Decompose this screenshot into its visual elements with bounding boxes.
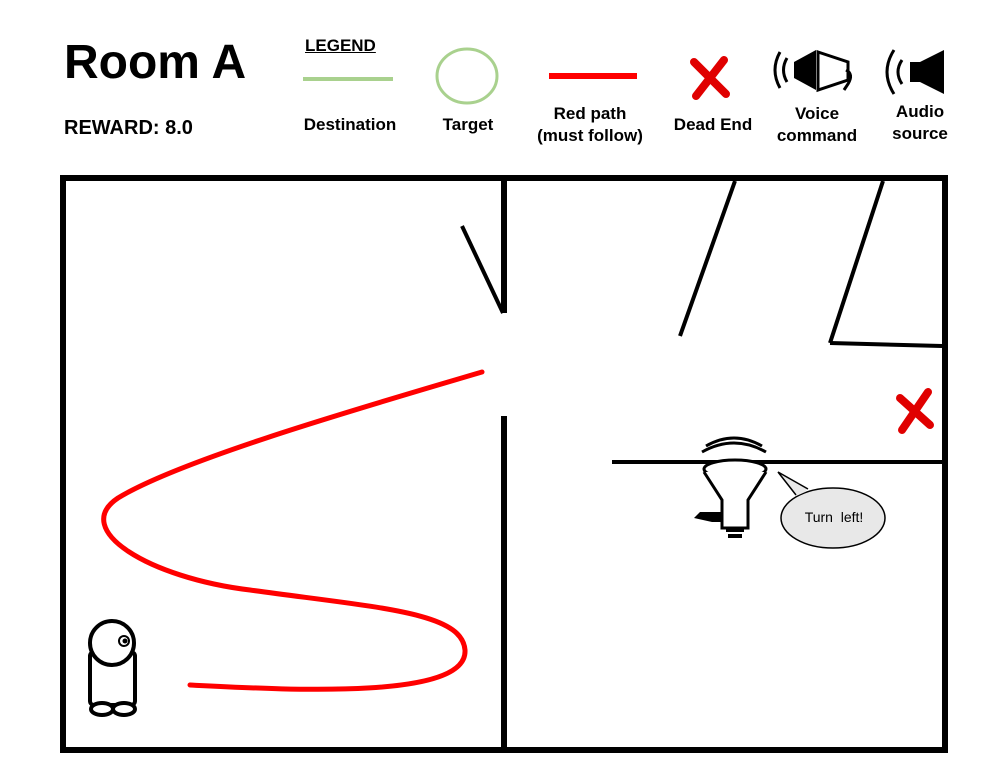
red-path-line-icon: [549, 73, 637, 79]
dead-end-x-icon: [690, 56, 730, 100]
destination-line-icon: [303, 77, 393, 81]
legend-label-voice-command: Voice command: [777, 103, 857, 147]
speaker-icon: [885, 49, 944, 95]
target-circle-icon: [435, 47, 499, 105]
legend-label-audio-source: Audio source: [892, 101, 948, 145]
legend-heading: LEGEND: [305, 36, 376, 55]
legend-label-dead-end: Dead End: [673, 115, 753, 134]
speech-bubble: [777, 471, 886, 549]
legend-label-red-path-line2: (must follow): [537, 126, 643, 145]
speech-bubble-text: Turn left!: [804, 509, 864, 525]
red-path: [101, 369, 485, 692]
corridor-wall-left: [678, 180, 737, 337]
room-title: Room A: [64, 36, 247, 89]
legend-label-target: Target: [442, 115, 494, 134]
speaker-audio-source-icon: [694, 436, 768, 538]
legend-label-audio-line2: source: [892, 124, 948, 143]
megaphone-icon: [773, 49, 853, 93]
agent-character: [88, 619, 137, 717]
legend-label-voice-line1: Voice: [794, 104, 840, 123]
legend-label-red-path-line1: Red path: [553, 104, 627, 123]
dead-end-x-icon: [896, 388, 934, 434]
legend-label-destination: Destination: [303, 115, 397, 134]
door-flap: [460, 225, 505, 314]
legend-label-audio-line1: Audio: [895, 102, 945, 121]
corridor-wall-right: [828, 180, 885, 344]
reward-display: REWARD: 8.0: [64, 117, 193, 139]
legend-label-red-path: Red path (must follow): [537, 103, 643, 147]
corridor-wall-bottom: [829, 341, 943, 348]
legend-label-voice-line2: command: [776, 126, 858, 145]
